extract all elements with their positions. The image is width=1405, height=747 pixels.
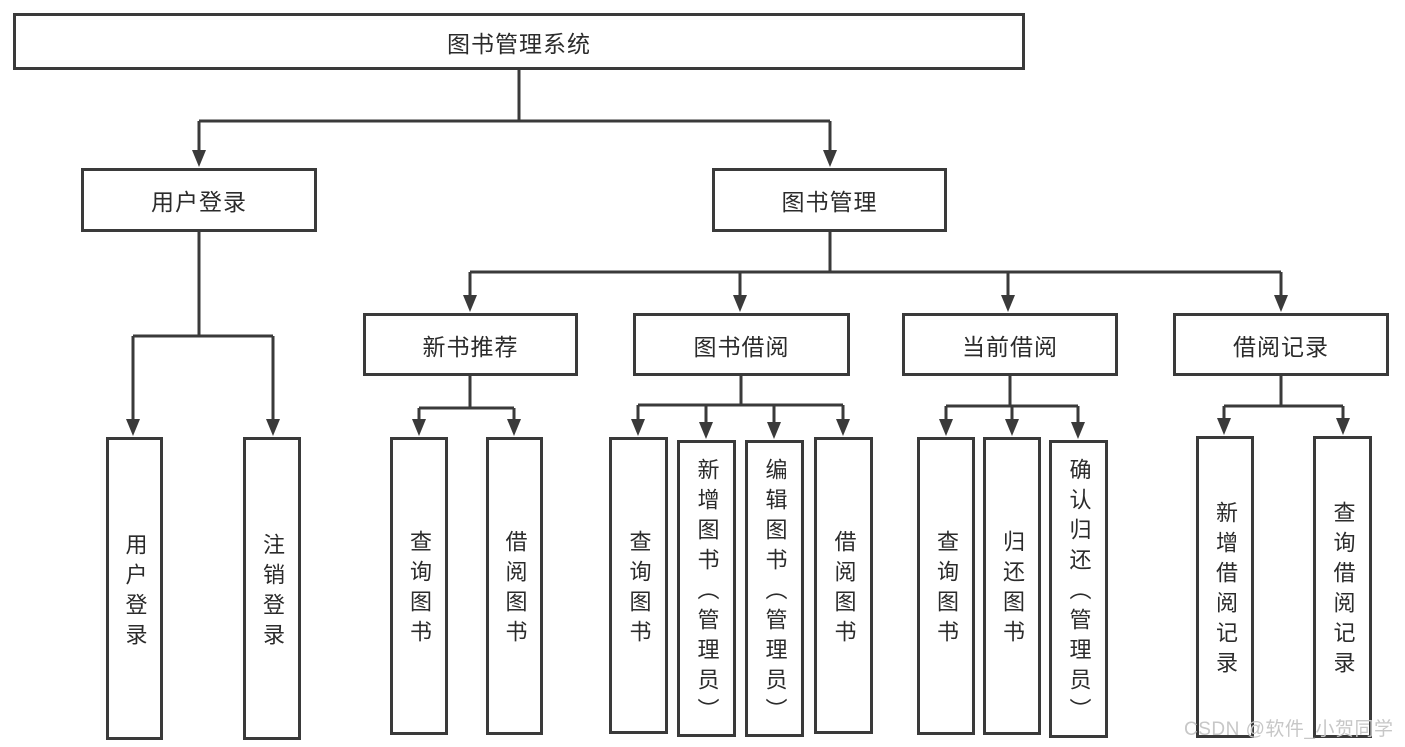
node-label: 查询图书 bbox=[407, 530, 432, 650]
leaf-edit-books-admin: 编辑图书（管理员） bbox=[745, 440, 804, 737]
node-label: 查询图书 bbox=[934, 530, 959, 650]
node-label: 用户登录 bbox=[151, 189, 247, 215]
node-label: 借阅图书 bbox=[831, 529, 857, 650]
node-user-login: 用户登录 bbox=[81, 168, 317, 232]
leaf-add-borrow-record: 新增借阅记录 bbox=[1196, 436, 1254, 738]
node-label: 查询图书 bbox=[626, 529, 652, 650]
leaf-query-borrow-record: 查询借阅记录 bbox=[1313, 436, 1372, 738]
node-label: 确认归还（管理员） bbox=[1066, 458, 1092, 728]
leaf-query-books-recommend: 查询图书 bbox=[390, 437, 448, 735]
node-label: 用户登录 bbox=[122, 532, 148, 653]
leaf-add-books-admin: 新增图书（管理员） bbox=[677, 440, 736, 737]
node-borrowing-records: 借阅记录 bbox=[1173, 313, 1389, 376]
node-label: 图书管理 bbox=[781, 189, 878, 215]
node-label: 图书借阅 bbox=[693, 333, 790, 360]
leaf-borrow-books: 借阅图书 bbox=[814, 437, 873, 734]
node-label: 注销登录 bbox=[260, 532, 285, 653]
node-label: 新书推荐 bbox=[422, 333, 519, 360]
node-label: 图书管理系统 bbox=[447, 30, 591, 57]
leaf-query-books-current: 查询图书 bbox=[917, 437, 975, 735]
node-label: 编辑图书（管理员） bbox=[762, 457, 788, 728]
node-current-borrowing: 当前借阅 bbox=[902, 313, 1118, 376]
node-label: 当前借阅 bbox=[962, 333, 1058, 360]
leaf-logout: 注销登录 bbox=[243, 437, 301, 740]
node-book-management: 图书管理 bbox=[712, 168, 947, 232]
csdn-watermark: CSDN @软件_小贺同学 bbox=[1184, 719, 1394, 740]
leaf-borrow-books-recommend: 借阅图书 bbox=[486, 437, 543, 735]
node-label: 新增图书（管理员） bbox=[694, 457, 720, 728]
node-label: 借阅记录 bbox=[1233, 333, 1329, 360]
leaf-return-books: 归还图书 bbox=[983, 437, 1041, 735]
node-book-borrowing: 图书借阅 bbox=[633, 313, 850, 376]
node-label: 归还图书 bbox=[1000, 530, 1025, 650]
node-label: 新增借阅记录 bbox=[1213, 501, 1238, 681]
leaf-user-login: 用户登录 bbox=[106, 437, 163, 740]
leaf-confirm-return-admin: 确认归还（管理员） bbox=[1049, 440, 1108, 738]
leaf-query-books-borrowing: 查询图书 bbox=[609, 437, 668, 734]
node-library-system: 图书管理系统 bbox=[13, 13, 1025, 70]
node-label: 借阅图书 bbox=[502, 530, 528, 650]
node-label: 查询借阅记录 bbox=[1330, 501, 1356, 681]
node-new-book-recommendation: 新书推荐 bbox=[363, 313, 578, 376]
